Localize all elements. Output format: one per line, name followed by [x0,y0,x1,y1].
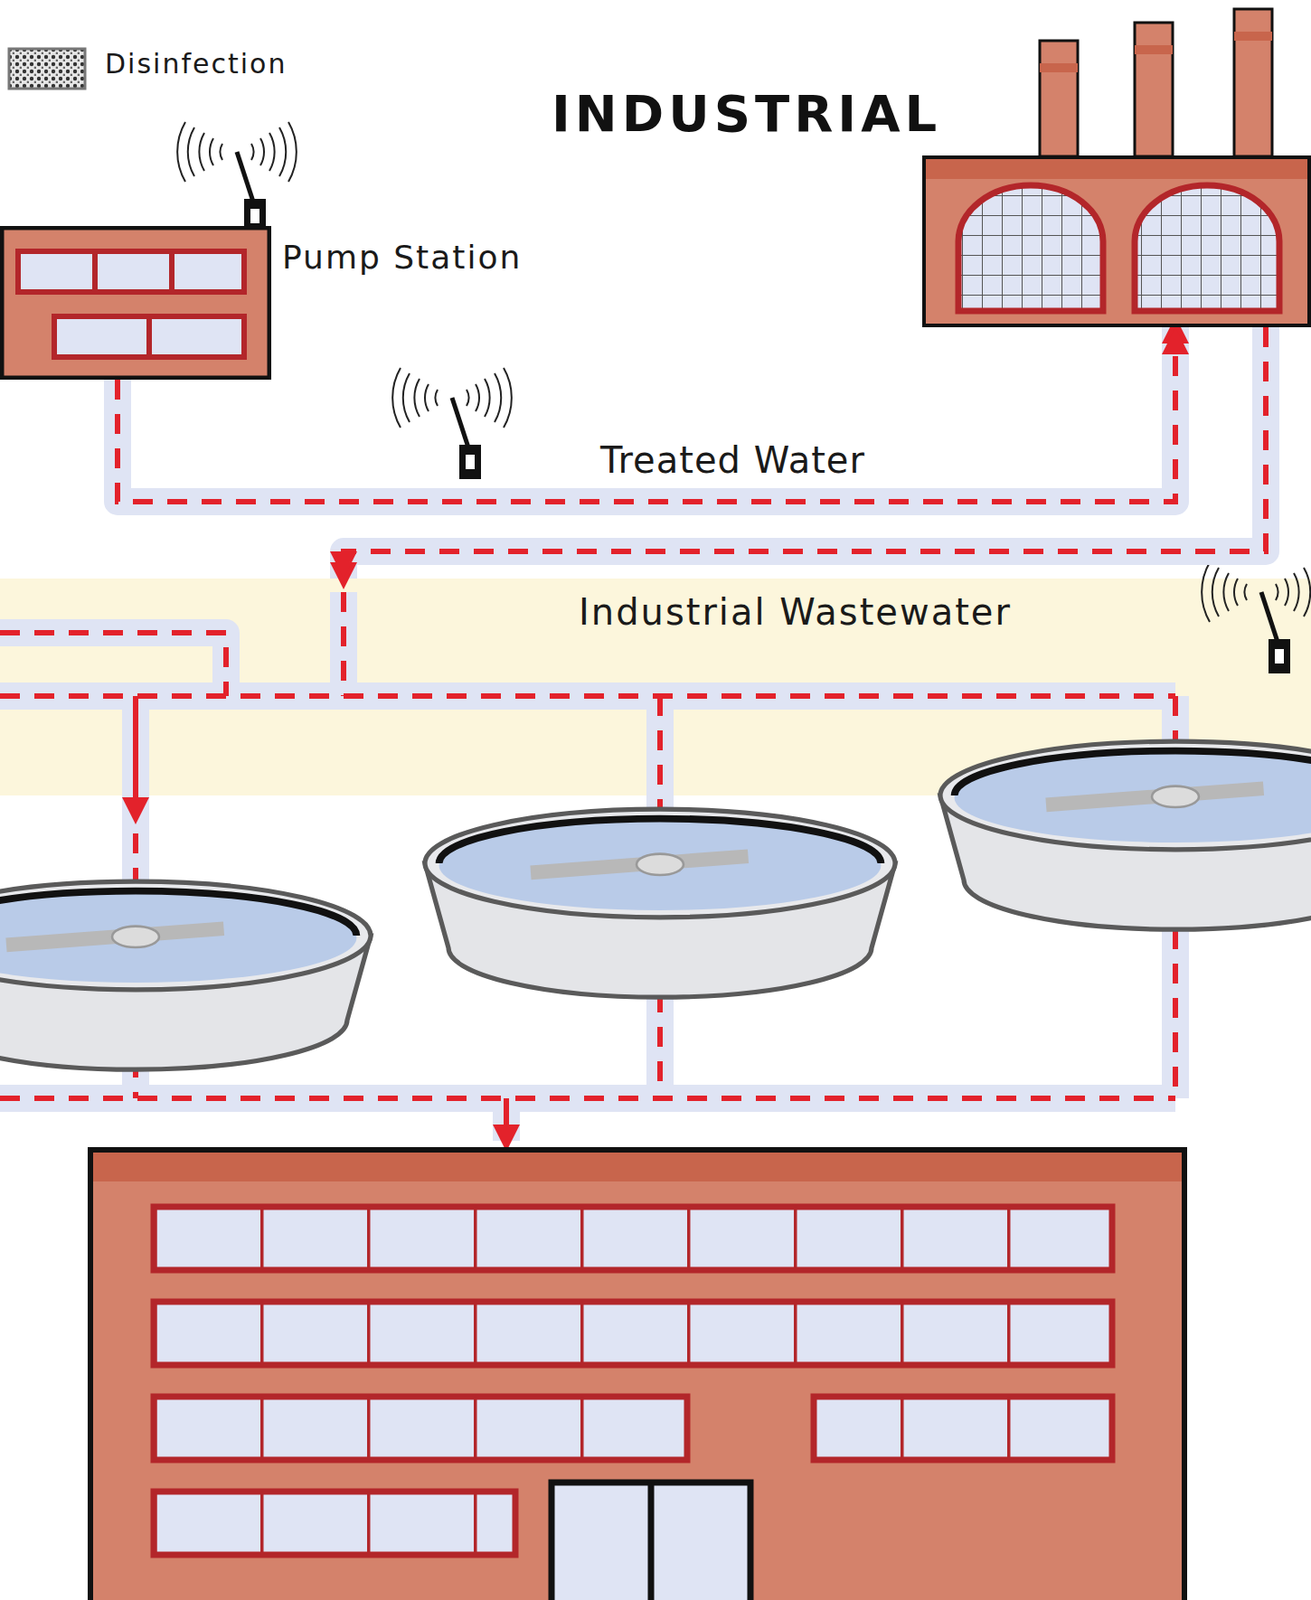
drawing-part [813,1396,1113,1461]
drawing-part [1134,22,1173,157]
arrow-head [340,565,347,568]
node-label: INDUSTRIAL [551,84,942,143]
drawing-part [153,1207,1113,1271]
drawing-part [958,185,1104,312]
clarifier [424,809,896,998]
drawing-part [1039,63,1078,73]
drawing-part [1234,9,1273,157]
disinfection-box: Disinfection [7,47,87,91]
drawing-part [93,1152,1182,1182]
node-label: Industrial Wastewater [578,591,1012,633]
drawing-part [153,1301,1113,1366]
pipe-band [343,327,1266,579]
drawing-part [1,227,270,378]
clarifier [940,741,1311,930]
antenna [177,122,297,234]
drawing-part [54,316,245,358]
drawing-part [925,159,1308,180]
drawing-part [153,1491,516,1556]
pump-station-building: Pump Station [0,226,272,380]
clarifier [0,881,371,1070]
antenna [1201,562,1311,674]
drawing-part [1039,40,1078,157]
factory-building: INDUSTRIAL [922,155,1311,328]
edge-label: Treated Water [596,439,869,482]
drawing-part [146,316,152,358]
arrow-head [1172,338,1179,340]
drawing-part [924,157,1310,326]
flow-line [117,327,1176,502]
office-building [90,1150,1185,1600]
disinfection-icon [7,47,87,91]
node-label: Pump Station [282,238,522,276]
chimneys [1039,9,1273,157]
factory-shape [922,155,1311,328]
drawing-part [503,1098,510,1142]
pipe-band [117,327,1176,502]
drawing-part [153,1396,688,1461]
drawing-part [1134,45,1173,55]
drawing-part [648,1482,655,1600]
pipe-connector [117,327,1176,502]
drawing-part [18,251,245,293]
pump-building-shape [0,226,272,380]
drawing-part [1134,185,1280,312]
node-label: Disinfection [104,48,287,81]
antenna [392,367,512,480]
pipe-connector [343,327,1266,579]
drawing-part [551,1482,751,1600]
drawing-part [90,1150,1185,1600]
flow-line [343,327,1266,579]
drawing-part [169,251,175,293]
drawing-part [132,696,139,814]
drawing-part [9,48,85,89]
drawing-part [92,251,98,293]
drawing-part [1234,31,1273,41]
